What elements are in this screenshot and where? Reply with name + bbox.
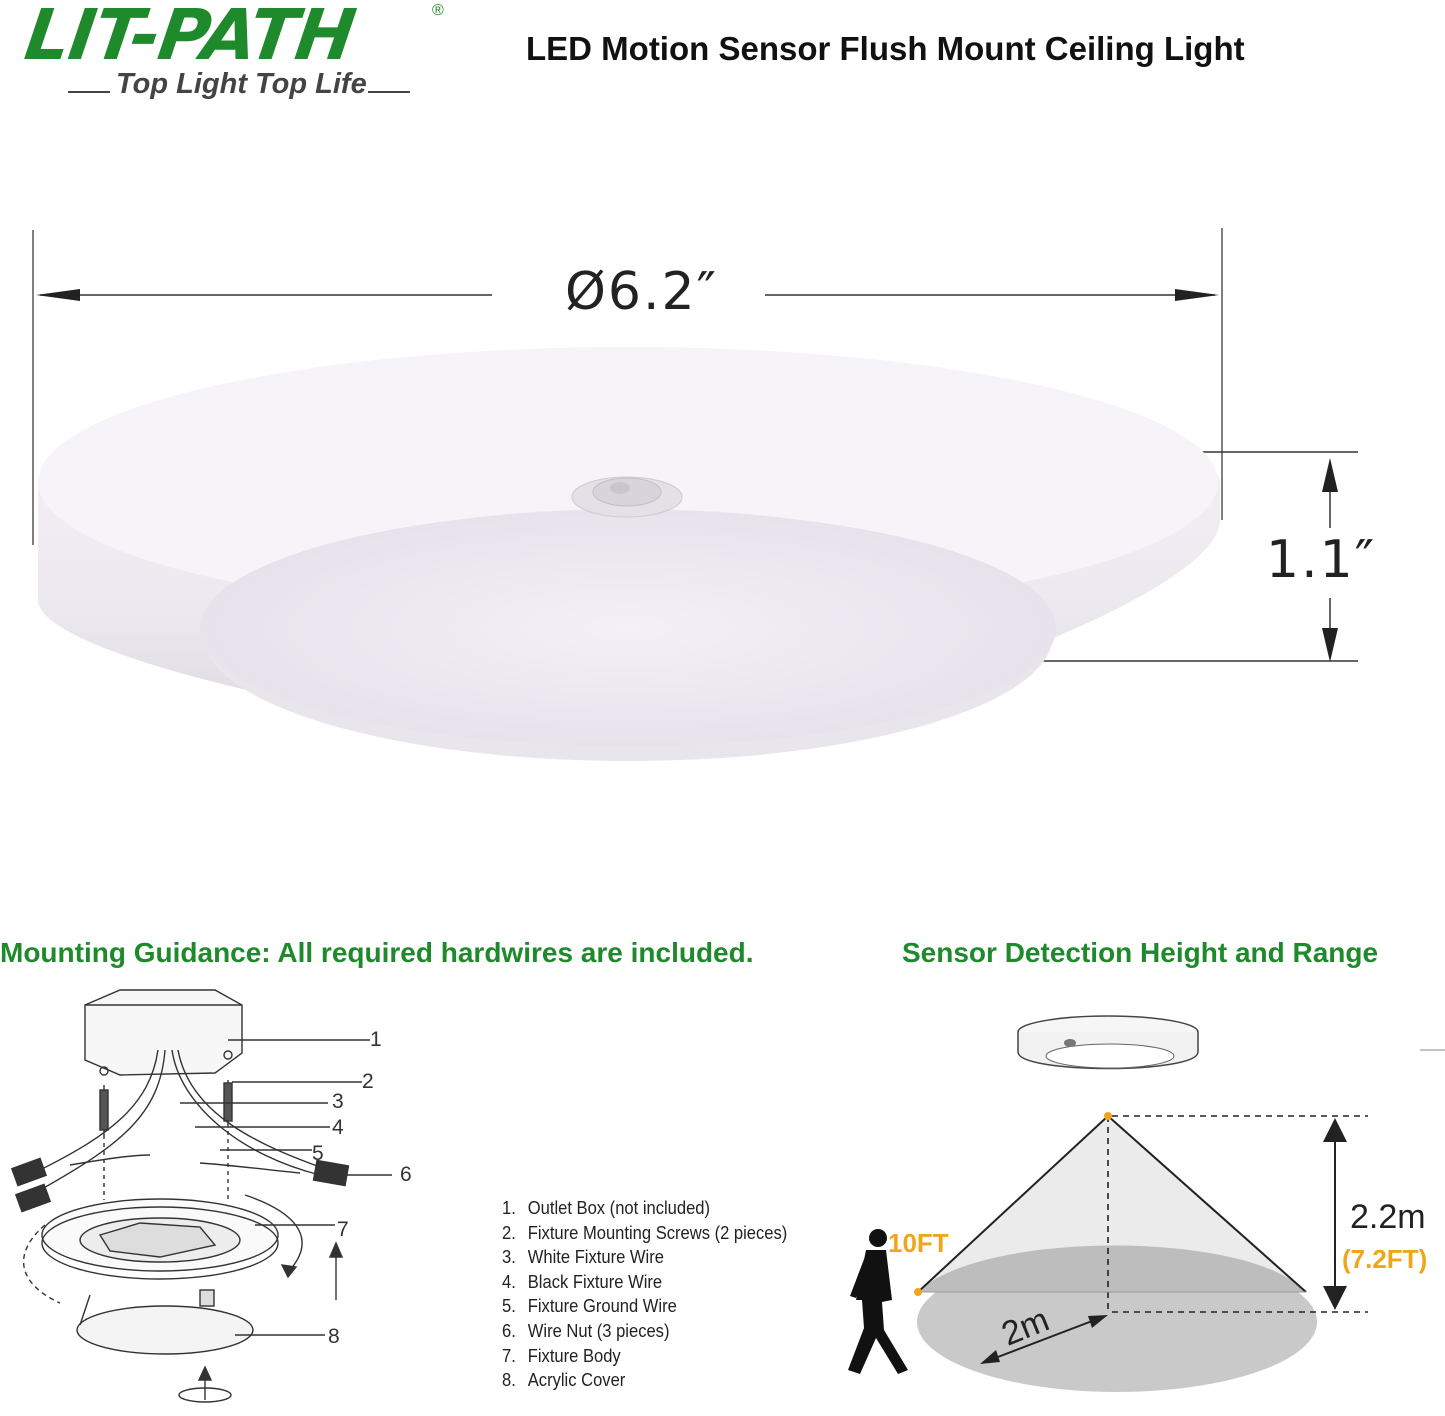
sensor-diagram xyxy=(848,1015,1445,1392)
registered-mark: ® xyxy=(432,2,444,19)
sensor-heading: Sensor Detection Height and Range xyxy=(902,937,1379,968)
list-item: 8.Acrylic Cover xyxy=(502,1370,626,1391)
tagline-rule-right xyxy=(368,91,410,93)
callout-7: 7 xyxy=(337,1218,349,1241)
product-illustration xyxy=(32,228,1358,761)
parts-legend: 1.Outlet Box (not included) 2.Fixture Mo… xyxy=(502,1196,812,1393)
brand-tagline: Top Light Top Life xyxy=(116,68,367,100)
callout-2: 2 xyxy=(362,1070,374,1093)
callout-3: 3 xyxy=(332,1090,344,1113)
diameter-label: Ø6.2″ xyxy=(565,262,719,322)
height-m-label: 2.2m xyxy=(1350,1198,1426,1236)
callout-5: 5 xyxy=(312,1142,324,1165)
callout-8: 8 xyxy=(328,1325,340,1348)
list-item: 6.Wire Nut (3 pieces) xyxy=(502,1320,670,1341)
tagline-rule-left xyxy=(68,91,110,93)
product-title: LED Motion Sensor Flush Mount Ceiling Li… xyxy=(526,30,1245,67)
list-item: 3.White Fixture Wire xyxy=(502,1247,664,1268)
list-item: 5.Fixture Ground Wire xyxy=(502,1296,677,1317)
list-item: 2.Fixture Mounting Screws (2 pieces) xyxy=(502,1222,788,1243)
list-item: 1.Outlet Box (not included) xyxy=(502,1198,711,1218)
height-ft-label: (7.2FT) xyxy=(1342,1244,1428,1274)
mounting-diagram xyxy=(10,989,392,1403)
callout-4: 4 xyxy=(332,1116,344,1139)
range-ft-label: 10FT xyxy=(888,1228,949,1258)
brand-logo: LIT-PATH xyxy=(20,0,360,76)
height-label: 1.1″ xyxy=(1266,530,1377,590)
list-item: 4.Black Fixture Wire xyxy=(502,1271,663,1292)
list-item: 7.Fixture Body xyxy=(502,1345,621,1366)
callout-1: 1 xyxy=(370,1028,382,1051)
mounting-heading: Mounting Guidance: All required hardwire… xyxy=(0,937,754,968)
callout-6: 6 xyxy=(400,1163,412,1186)
